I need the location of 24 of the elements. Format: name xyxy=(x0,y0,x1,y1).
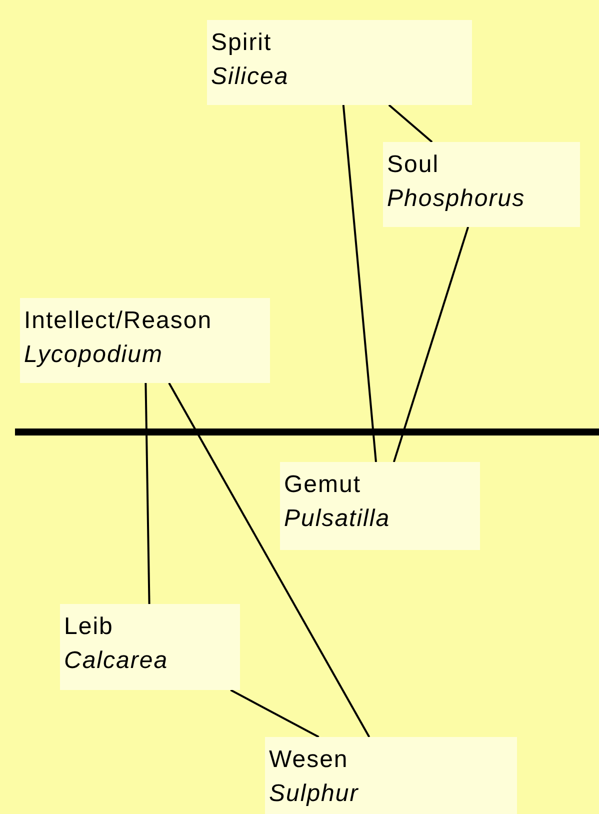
remedy-name: Silicea xyxy=(211,62,290,92)
connector-line xyxy=(342,104,377,462)
label-box xyxy=(207,20,472,105)
node-title: Gemut xyxy=(284,470,362,500)
connector-line xyxy=(388,104,433,143)
label-box xyxy=(265,737,517,814)
connector-line xyxy=(168,382,370,738)
connector-line xyxy=(230,689,320,738)
label-box xyxy=(383,142,580,227)
remedy-name: Lycopodium xyxy=(24,340,164,370)
remedy-name: Pulsatilla xyxy=(284,504,392,534)
remedy-name: Phosphorus xyxy=(387,184,526,214)
node-title: Spirit xyxy=(211,28,273,58)
label-box xyxy=(60,604,240,690)
node-title: Intellect/Reason xyxy=(24,306,214,336)
remedy-name: Sulphur xyxy=(269,779,360,809)
label-box xyxy=(20,298,270,383)
label-box xyxy=(280,462,480,550)
node-title: Wesen xyxy=(269,745,350,775)
remedy-name: Calcarea xyxy=(64,646,170,676)
node-title: Leib xyxy=(64,612,114,642)
node-title: Soul xyxy=(387,150,440,180)
connector-line xyxy=(392,226,470,462)
connector-line xyxy=(144,382,150,604)
